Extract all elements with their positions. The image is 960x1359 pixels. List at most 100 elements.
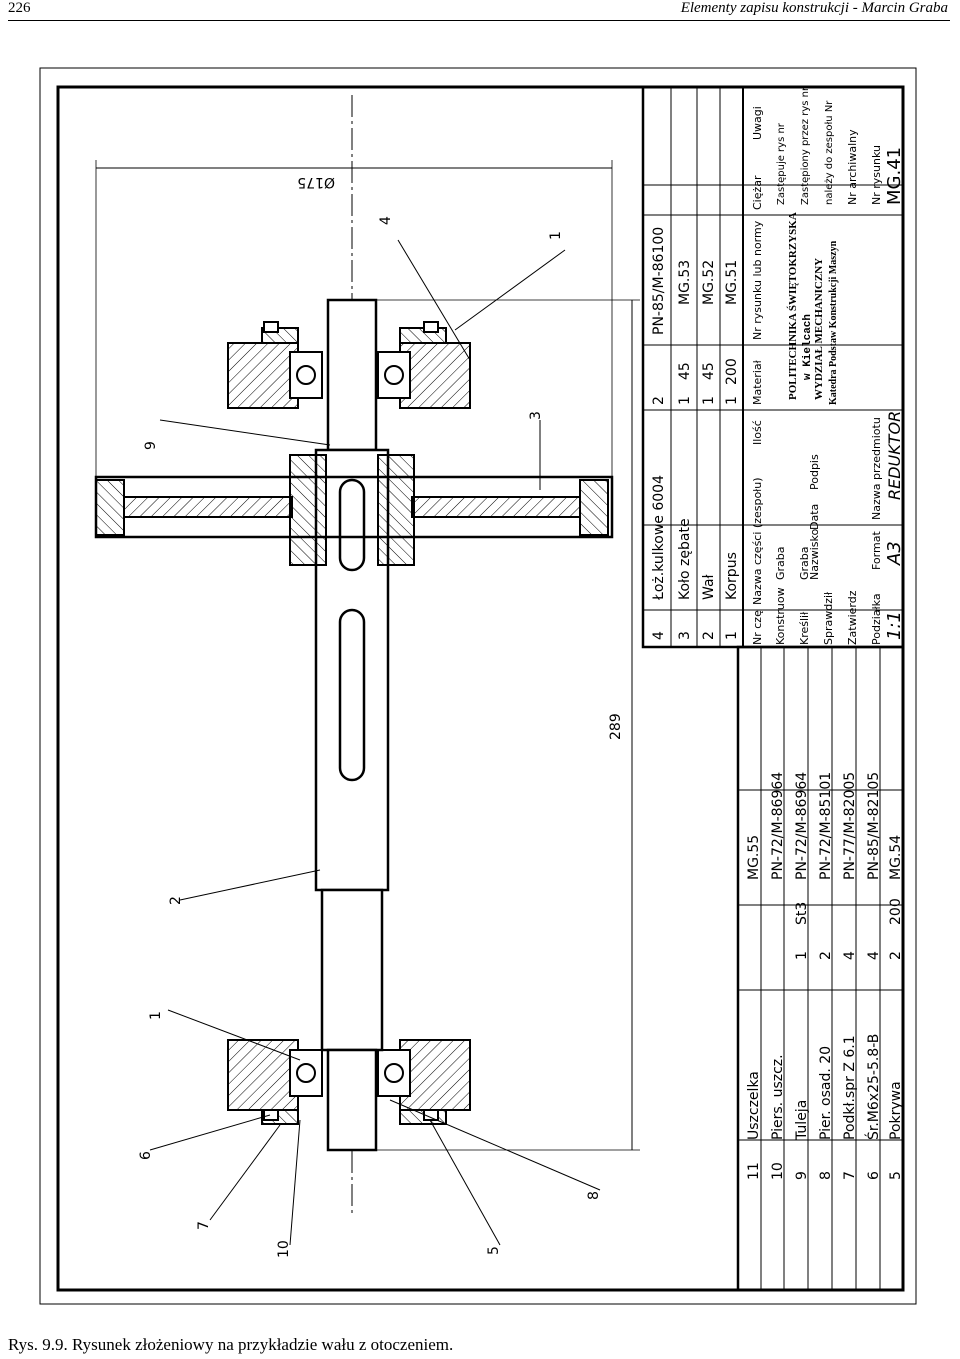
lower-part-6-name: Śr.M6x25-5.8-B [864,1034,882,1140]
callout-4: 4 [378,216,394,225]
lower-part-9-material: St3 [794,902,810,925]
lower-housing [227,1039,471,1125]
lower-part-8-ref: PN-72/M-85101 [818,772,834,880]
part-4-name: Łoż.kulkowe 6004 [651,475,667,601]
lower-part-5-name: Pokrywa [888,1081,904,1140]
svg-text:WYDZIAŁ MECHANICZNY: WYDZIAŁ MECHANICZNY [813,258,825,400]
part-2-name: Wał [701,574,717,600]
svg-text:1:1: 1:1 [884,611,905,640]
svg-text:Nazwa przedmiotu: Nazwa przedmiotu [870,417,883,520]
parts-list-lower: 11 Uszczelka MG.55 10 Piers. uszcz. PN-72/M-8… [746,772,904,1180]
leader-lines [149,239,601,1246]
svg-text:Zastępiony przez rys nr: Zastępiony przez rys nr [800,86,811,205]
svg-text:Graba: Graba [774,546,787,580]
svg-text:Nr rysunku: Nr rysunku [870,145,883,205]
part-1-name: Korpus [724,552,740,600]
lower-part-10-ref: PN-72/M-86964 [770,772,786,880]
part-4-qty: 2 [651,396,667,405]
sheet-border [39,67,917,1305]
lower-part-11-nr: 11 [746,1162,762,1180]
title-block: Konstruow Graba Kreślił Graba Sprawdził … [774,86,905,645]
svg-text:Nr czę: Nr czę [751,610,764,645]
part-1-ref: MG.51 [724,260,740,305]
header-rule [8,20,950,21]
svg-text:Materiał: Materiał [751,359,764,405]
svg-text:Kreślił: Kreślił [798,611,811,645]
svg-text:Ciężar: Ciężar [751,175,764,210]
svg-text:Nr rysunku lub normy: Nr rysunku lub normy [751,220,764,340]
svg-text:Sprawdził: Sprawdził [822,591,835,645]
svg-text:Graba: Graba [798,546,811,580]
callout-8: 8 [586,1191,602,1200]
svg-text:Data: Data [808,504,821,530]
lower-part-9-ref: PN-72/M-86964 [794,772,810,880]
part-3-qty: 1 [677,396,693,405]
part-3-nr: 3 [677,631,693,640]
svg-text:Nr archiwalny: Nr archiwalny [846,129,859,205]
length-dimension: 289 [608,713,624,740]
lower-part-7-nr: 7 [842,1171,858,1180]
lower-part-11-ref: MG.55 [746,835,762,880]
lower-part-9-nr: 9 [794,1171,810,1180]
shaft [314,298,390,1152]
lower-part-5-ref: MG.54 [888,835,904,880]
lower-part-11-name: Uszczelka [746,1071,762,1140]
figure-caption: Rys. 9.9. Rysunek złożeniowy na przykład… [8,1335,454,1354]
svg-text:w Kielcach: w Kielcach [802,314,814,380]
part-3-material: 45 [677,362,693,380]
callout-3: 3 [528,411,544,420]
callout-2: 2 [168,896,184,905]
callout-9: 9 [143,441,159,450]
callout-5: 5 [486,1246,502,1255]
callout-10: 10 [276,1240,292,1258]
callout-1-lower: 1 [148,1011,164,1020]
part-1-qty: 1 [724,396,740,405]
title-block-frame [641,85,905,1292]
part-4-nr: 4 [651,631,667,640]
lower-part-6-qty: 4 [866,951,882,960]
part-1-nr: 1 [724,631,740,640]
gear [94,454,614,566]
lower-part-8-nr: 8 [818,1171,834,1180]
part-3-ref: MG.53 [677,260,693,305]
lower-part-6-ref: PN-85/M-82105 [866,772,882,880]
lower-part-10-nr: 10 [770,1162,786,1180]
lower-part-5-material: 200 [888,898,904,925]
lower-part-9-name: Tuleja [794,1100,810,1141]
callout-6: 6 [138,1151,154,1160]
callout-7: 7 [196,1221,212,1230]
callout-1-upper: 1 [548,231,564,240]
part-1-material: 200 [724,358,740,385]
svg-text:Nazwa części (zespołu): Nazwa części (zespołu) [751,477,764,605]
svg-text:Konstruow: Konstruow [774,587,787,645]
svg-text:REDUKTOR: REDUKTOR [885,411,904,500]
svg-text:Zastępuje rys nr: Zastępuje rys nr [776,122,787,205]
parts-header: Nr czę Nazwa części (zespołu) Ilość Mate… [751,106,764,645]
svg-text:Format: Format [870,531,883,570]
svg-text:Podpis: Podpis [808,454,821,490]
svg-text:Uwagi: Uwagi [751,106,764,140]
svg-text:MG.41: MG.41 [884,147,905,205]
svg-text:Nazwisko: Nazwisko [808,528,821,580]
lower-part-8-qty: 2 [818,951,834,960]
svg-text:A3: A3 [884,541,905,566]
svg-text:Podziałka: Podziałka [870,593,883,645]
parts-list-upper: 4 Łoż.kulkowe 6004 2 PN-85/M-86100 3 Koł… [651,227,740,640]
svg-text:Ilość: Ilość [751,420,764,445]
svg-text:należy do zespołu Nr: należy do zespołu Nr [824,100,835,205]
part-2-nr: 2 [701,631,717,640]
lower-part-9-qty: 1 [794,951,810,960]
part-2-qty: 1 [701,396,717,405]
svg-text:Katedra Podstaw Konstrukcji Ma: Katedra Podstaw Konstrukcji Maszyn [828,240,839,405]
part-2-ref: MG.52 [701,260,717,305]
lower-part-7-ref: PN-77/M-82005 [842,772,858,880]
lower-part-10-name: Piers. uszcz. [770,1054,786,1140]
lower-part-6-nr: 6 [866,1171,882,1180]
lower-part-7-qty: 4 [842,951,858,960]
diameter-dimension: Ø175 [297,174,335,190]
svg-text:POLITECHNIKA ŚWIĘTOKRZYSKA: POLITECHNIKA ŚWIĘTOKRZYSKA [787,212,799,400]
upper-housing [227,321,471,409]
lower-part-5-qty: 2 [888,951,904,960]
book-title: Elementy zapisu konstrukcji - Marcin Gra… [680,0,948,16]
